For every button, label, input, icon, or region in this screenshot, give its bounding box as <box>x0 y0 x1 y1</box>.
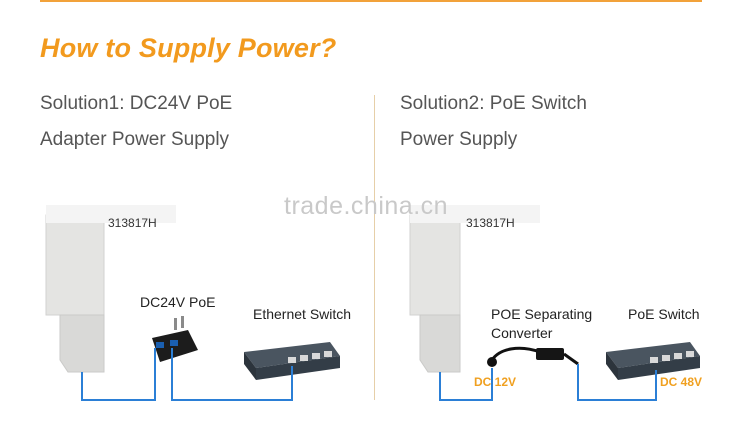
right-device-model-label: 313817H <box>466 216 515 230</box>
solution1-line1: Solution1: DC24V PoE <box>40 93 233 114</box>
cable-adapter-to-switch <box>171 348 293 401</box>
poe-adapter-image <box>152 316 198 362</box>
column-divider <box>374 95 375 400</box>
converter-label-line2: Converter <box>491 325 553 341</box>
left-device-model-label: 313817H <box>108 216 157 230</box>
cable-device-to-converter <box>439 368 493 401</box>
voltage-dc48v-label: DC 48V <box>660 375 703 389</box>
poe-switch-image <box>606 342 700 380</box>
solution2-line1: Solution2: PoE Switch <box>400 93 587 114</box>
solution1-heading: Solution1: DC24V PoE Adapter Power Suppl… <box>40 86 232 158</box>
solution2-heading: Solution2: PoE Switch Power Supply <box>400 86 587 158</box>
solution1-line2: Adapter Power Supply <box>40 129 230 150</box>
page-title: How to Supply Power? <box>40 33 337 63</box>
solution2-line2: Power Supply <box>400 129 518 150</box>
cable-device-to-adapter <box>81 348 156 401</box>
left-cpe-device-image <box>45 205 176 373</box>
right-cpe-device-image <box>409 205 540 373</box>
voltage-dc12v-label: DC 12V <box>474 375 517 389</box>
top-rule <box>40 0 702 2</box>
cable-converter-to-poe-switch <box>577 364 657 401</box>
poe-switch-label: PoE Switch <box>628 306 700 322</box>
adapter-label: DC24V PoE <box>140 294 216 310</box>
poe-converter-image <box>487 346 579 367</box>
converter-label-line1: POE Separating <box>491 306 593 322</box>
ethernet-switch-label: Ethernet Switch <box>253 306 352 322</box>
ethernet-switch-image <box>244 342 340 380</box>
watermark-text: trade.china.cn <box>284 192 449 220</box>
